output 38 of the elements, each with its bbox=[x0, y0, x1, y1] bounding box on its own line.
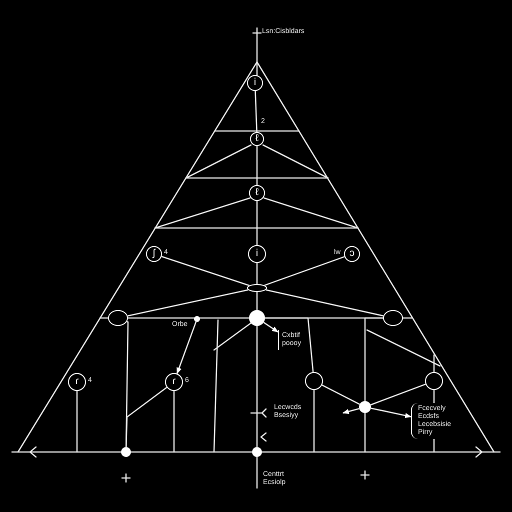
connector-line bbox=[266, 289, 384, 317]
connector-line bbox=[254, 90, 258, 132]
symbol-circle: ℓ bbox=[249, 185, 265, 201]
connector-line bbox=[370, 384, 426, 406]
connector-line bbox=[128, 289, 248, 317]
arrow bbox=[176, 322, 197, 374]
connector-line bbox=[256, 146, 258, 185]
connector-line bbox=[264, 256, 345, 286]
dot-icon bbox=[252, 447, 262, 457]
connector-line bbox=[256, 292, 258, 310]
arrow bbox=[370, 408, 412, 418]
connector-line bbox=[265, 317, 314, 372]
connector-line bbox=[125, 321, 129, 448]
ring-icon bbox=[247, 284, 267, 292]
symbol-circle: ɾ bbox=[165, 373, 183, 391]
dot-icon bbox=[121, 447, 131, 457]
connector-line bbox=[364, 317, 383, 401]
symbol-circle: ʃ bbox=[146, 246, 162, 262]
connector-line bbox=[322, 384, 360, 405]
arrow bbox=[342, 408, 360, 414]
ring-icon bbox=[305, 372, 323, 390]
ring-icon bbox=[108, 310, 128, 326]
connector-line bbox=[256, 263, 258, 284]
ring-icon bbox=[425, 372, 443, 390]
dot-icon bbox=[359, 401, 371, 413]
connector-line bbox=[161, 256, 250, 286]
symbol-circle: ɔ bbox=[344, 246, 360, 262]
dot-icon bbox=[194, 316, 200, 322]
arrow bbox=[263, 322, 279, 333]
symbol-circle: ɾ bbox=[68, 373, 86, 391]
connector-line bbox=[256, 201, 258, 245]
connector-line bbox=[128, 317, 249, 319]
symbol-circle: i bbox=[248, 245, 266, 263]
symbol-circle: i bbox=[247, 75, 263, 91]
connector-line bbox=[256, 326, 258, 447]
ring-icon bbox=[383, 310, 403, 326]
dot-icon bbox=[249, 310, 265, 326]
symbol-circle: ℓ bbox=[250, 132, 264, 146]
